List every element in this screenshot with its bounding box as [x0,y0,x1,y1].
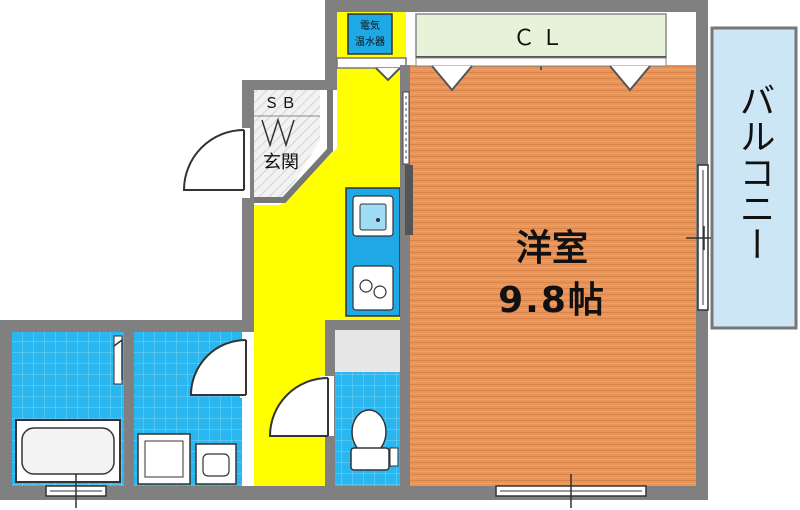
entrance-label: 玄関 [263,152,299,173]
stove-icon [352,265,394,311]
toilet-wall [325,320,410,330]
shoe-box-label: ＳＢ [264,94,298,112]
closet-label: ＣＬ [513,26,569,51]
heater-door[interactable] [375,67,401,82]
entrance-door-swing[interactable] [182,129,245,191]
balcony-area [710,26,798,330]
western-room-size: 9.8帖 [498,280,606,321]
closet-door-right[interactable] [609,65,651,92]
toilet-door-swing[interactable] [268,377,329,437]
water-heater-label-2: 温水器 [355,36,385,48]
water-heater-label-1: 電気 [360,19,380,32]
toilet-tank [350,447,390,471]
washing-machine-space [137,433,191,485]
water-heater-box [347,13,393,55]
balcony-label: バルコニー [734,82,775,262]
corridor-floor [254,12,406,486]
washroom-door-swing[interactable] [189,339,247,396]
entrance-floor [254,90,320,200]
western-room-floor [410,65,696,486]
wash-basin [195,443,237,485]
western-room-name: 洋室 [516,228,588,269]
closet-door-left[interactable] [431,65,473,92]
closet-area [415,13,667,59]
